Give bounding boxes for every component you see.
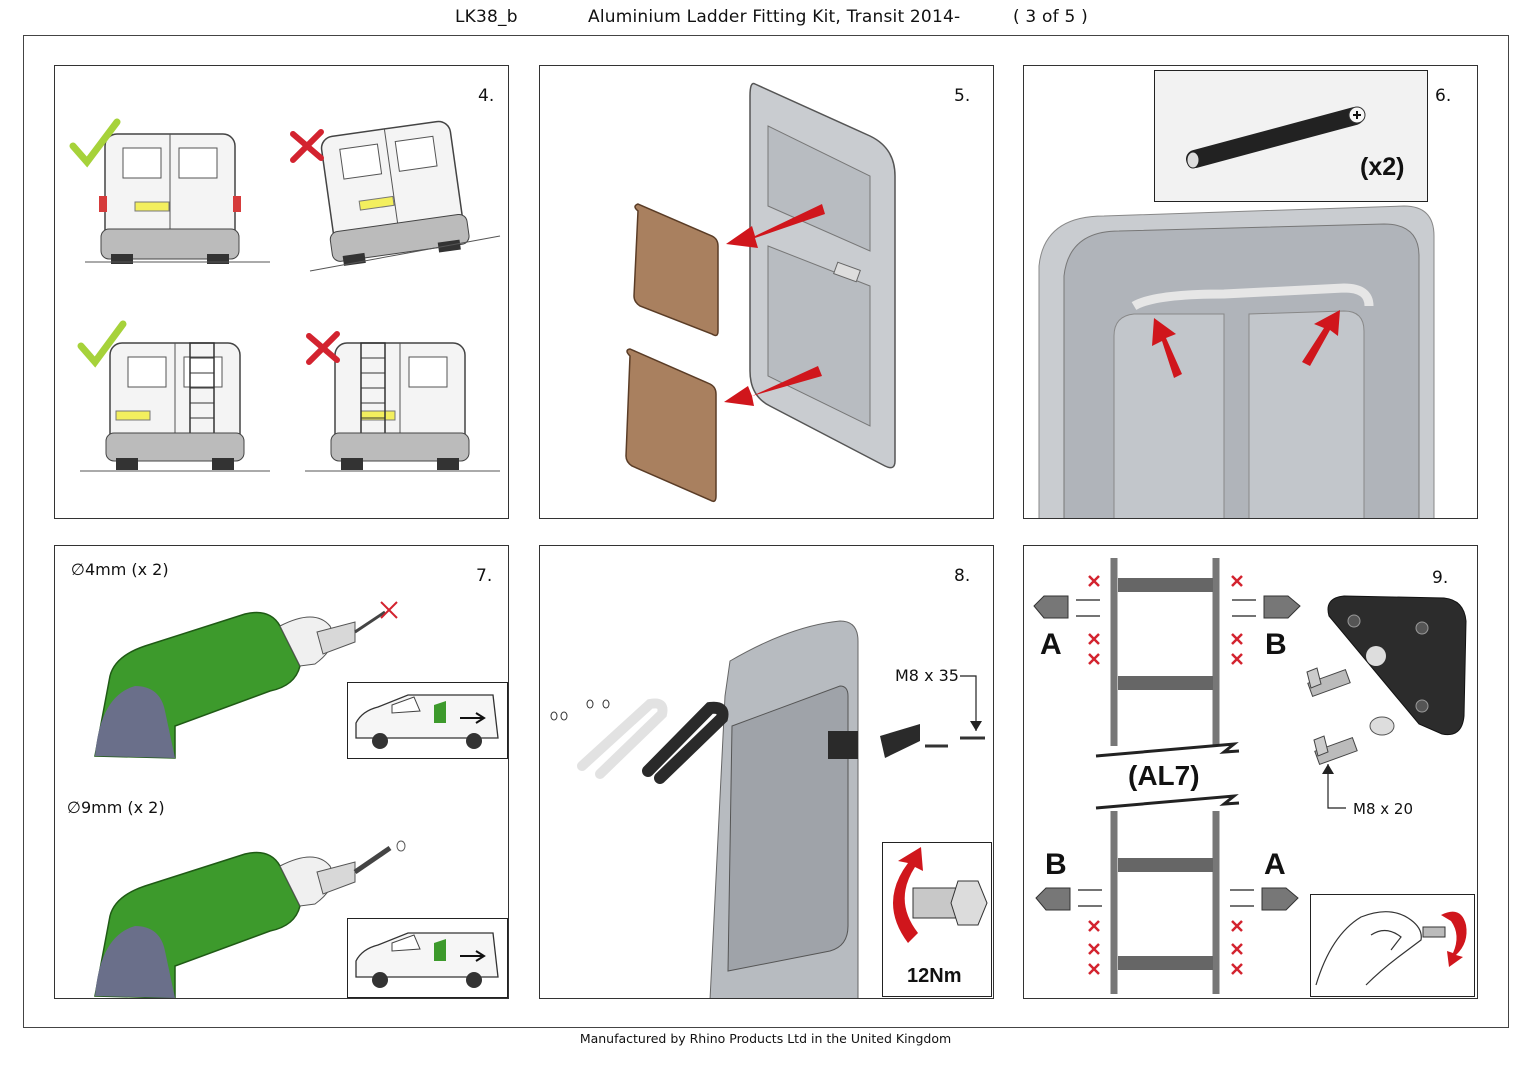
rotate-arrow-icon: [1441, 911, 1467, 967]
ladder-rung: [1118, 578, 1213, 592]
bracket-plate: [828, 731, 858, 759]
page-indicator: ( 3 of 5 ): [1013, 7, 1088, 27]
ladder-rung: [1118, 858, 1213, 872]
van-side-inset: [347, 682, 508, 759]
step-6-panel: 6. (x2): [1023, 65, 1478, 519]
ladder-rung: [1118, 676, 1213, 690]
torque-value: 12Nm: [907, 965, 962, 987]
van-rear-ladder-correct: [105, 342, 245, 470]
bracket-icon: [1263, 595, 1301, 619]
ladder-model-label: (AL7): [1128, 760, 1200, 791]
bracket-icon: [1033, 595, 1069, 619]
corner-bracket-icon: [1327, 595, 1467, 736]
page-frame: [23, 35, 1509, 1028]
van-side-inset: [347, 918, 508, 998]
cross-icon: [290, 129, 324, 163]
bracket-label-b: B: [1265, 628, 1287, 661]
doc-code: LK38_b: [455, 7, 518, 27]
cross-icon: [306, 331, 340, 365]
washer-icon: [1369, 716, 1395, 736]
door-pads-illustration: [625, 82, 896, 503]
bracket-label-a: A: [1264, 848, 1286, 881]
door-strip: [1131, 283, 1374, 310]
red-arrow: [1152, 318, 1182, 378]
bracket-label-b: B: [1045, 848, 1067, 881]
step-number: 7.: [476, 566, 493, 586]
bolt-icon: [1313, 735, 1358, 766]
red-arrow: [724, 366, 822, 406]
level-ground-illustration: [69, 118, 501, 472]
step-number: 8.: [954, 566, 971, 586]
backing-pad: [625, 348, 717, 503]
rotate-arrow-icon: [893, 847, 923, 943]
step-5-panel: 5.: [539, 65, 994, 519]
red-arrow: [1302, 310, 1340, 366]
van-rear-sloped: [320, 120, 470, 266]
ladder-rung: [1118, 956, 1213, 970]
step-9-panel: 9.: [1023, 545, 1478, 999]
bracket-fitting-illustration: [550, 620, 985, 998]
step-number: 9.: [1432, 568, 1449, 588]
door-inner-illustration: [1038, 205, 1435, 518]
check-icon: [69, 118, 121, 168]
drill-size-small: ∅4mm (x 2): [71, 560, 169, 579]
van-rear-ladder-wrong: [330, 342, 470, 470]
bolt-icon: [1306, 667, 1351, 698]
bolt-icon: [1422, 926, 1446, 938]
torque-inset: 12Nm: [882, 842, 992, 997]
drill-icon: [94, 840, 406, 998]
callout-box: (x2): [1154, 70, 1428, 202]
ladder-brackets-illustration: [1033, 558, 1467, 994]
ladder-bracket: [880, 724, 920, 758]
drill-icon: [94, 601, 398, 759]
hand-icon: [1315, 911, 1422, 986]
footer-manufacturer: Manufactured by Rhino Products Ltd in th…: [579, 1031, 952, 1046]
drill-illustration: [94, 601, 406, 998]
van-rear-level: [99, 133, 241, 264]
red-arrow: [726, 204, 825, 248]
step-7-panel: 7. ∅4mm (x 2) ∅9mm (x 2): [54, 545, 509, 999]
rivet-sleeve: [1186, 107, 1364, 168]
bracket-icon: [1261, 887, 1299, 911]
drill-size-large: ∅9mm (x 2): [67, 798, 165, 817]
quantity-label: (x2): [1360, 153, 1405, 181]
inner-strip: [577, 698, 668, 779]
doc-title: Aluminium Ladder Fitting Kit, Transit 20…: [588, 7, 961, 27]
step-number: 5.: [954, 86, 971, 106]
check-icon: [77, 320, 127, 368]
bracket-label-a: A: [1040, 628, 1062, 661]
outer-strip: [642, 701, 729, 784]
step-8-panel: 8. M8 x 35 12Nm: [539, 545, 994, 999]
hand-tighten-inset: [1310, 894, 1475, 997]
bolt-size-label: M8 x 35: [895, 666, 959, 685]
step-number: 6.: [1435, 86, 1452, 106]
step-number: 4.: [478, 86, 495, 106]
cross-icon: [1088, 575, 1243, 975]
backing-pad: [633, 203, 719, 337]
bracket-icon: [1035, 887, 1071, 911]
step-4-panel: 4.: [54, 65, 509, 519]
bolt-size-label: M8 x 20: [1353, 800, 1413, 818]
